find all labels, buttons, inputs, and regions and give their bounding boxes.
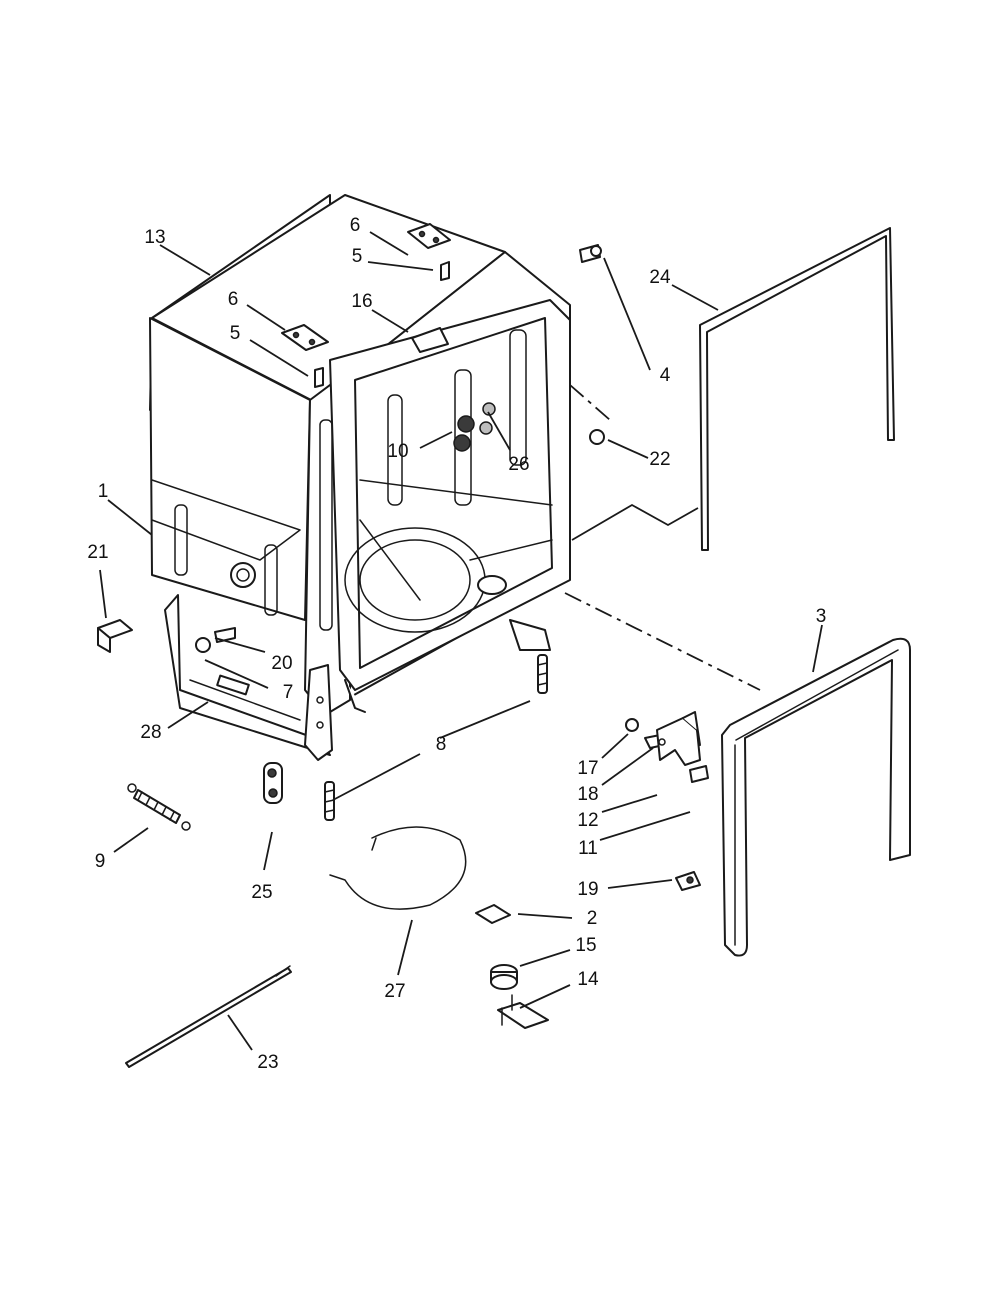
callout-4: 4 — [660, 365, 671, 386]
callout-15: 15 — [575, 935, 596, 956]
tab-16 — [411, 327, 449, 353]
leader-plug — [569, 384, 611, 421]
leader-lines — [99, 231, 823, 1051]
callout-10: 10 — [387, 441, 408, 462]
callout-5-rear: 5 — [352, 246, 363, 267]
screw-20 — [195, 627, 236, 653]
callout-19: 19 — [577, 879, 598, 900]
bracket-25 — [263, 762, 283, 804]
spring-9 — [127, 783, 191, 831]
callout-20: 20 — [271, 653, 292, 674]
callout-7: 7 — [283, 682, 294, 703]
callout-21: 21 — [87, 542, 108, 563]
callout-14: 14 — [577, 969, 599, 990]
door-seal-3 — [721, 637, 911, 957]
rod-23 — [125, 965, 292, 1068]
callout-8: 8 — [436, 734, 447, 755]
top-gasket-24 — [699, 227, 895, 551]
callout-23: 23 — [257, 1052, 278, 1073]
callout-28: 28 — [140, 722, 161, 743]
callout-27: 27 — [384, 981, 405, 1002]
clip-21 — [97, 619, 133, 653]
base-rail-28 — [164, 594, 331, 756]
callout-6-front: 6 — [228, 289, 239, 310]
callout-5-front: 5 — [230, 323, 241, 344]
bracket-12 — [656, 711, 701, 766]
thermostat-15 — [490, 964, 518, 990]
gasket-leader — [571, 503, 699, 541]
callout-24: 24 — [649, 267, 671, 288]
top-bracket-front — [281, 324, 329, 351]
callout-18: 18 — [577, 784, 598, 805]
callout-17: 17 — [577, 758, 598, 779]
switch-19 — [675, 871, 701, 891]
top-screw-front — [314, 367, 324, 388]
top-screw-rear — [440, 261, 450, 281]
callout-13: 13 — [144, 227, 165, 248]
callout-26: 26 — [508, 454, 529, 475]
callout-16: 16 — [351, 291, 372, 312]
callout-3: 3 — [816, 606, 827, 627]
bracket-14 — [497, 994, 549, 1029]
callout-11: 11 — [578, 838, 598, 859]
callout-6-rear: 6 — [350, 215, 361, 236]
screw-17 — [625, 718, 639, 732]
seal-dash-line — [564, 592, 761, 691]
callout-2: 2 — [587, 908, 598, 929]
leg-rear — [537, 654, 548, 694]
label-2 — [475, 904, 511, 924]
tub-body — [149, 194, 571, 716]
side-bracket — [304, 664, 333, 761]
callout-12: 12 — [577, 810, 598, 831]
callout-25: 25 — [251, 882, 272, 903]
screw-4 — [579, 244, 602, 263]
screw-11 — [689, 765, 709, 783]
leg-front — [324, 781, 335, 821]
callout-22: 22 — [649, 449, 670, 470]
callout-9: 9 — [95, 851, 106, 872]
top-bracket-rear — [407, 223, 451, 249]
plug-22 — [589, 429, 605, 445]
callout-numbers: 13 6 5 6 5 16 24 4 10 26 22 1 21 20 7 3 … — [87, 215, 826, 1073]
cable-27 — [329, 826, 467, 910]
callout-1: 1 — [98, 481, 109, 502]
